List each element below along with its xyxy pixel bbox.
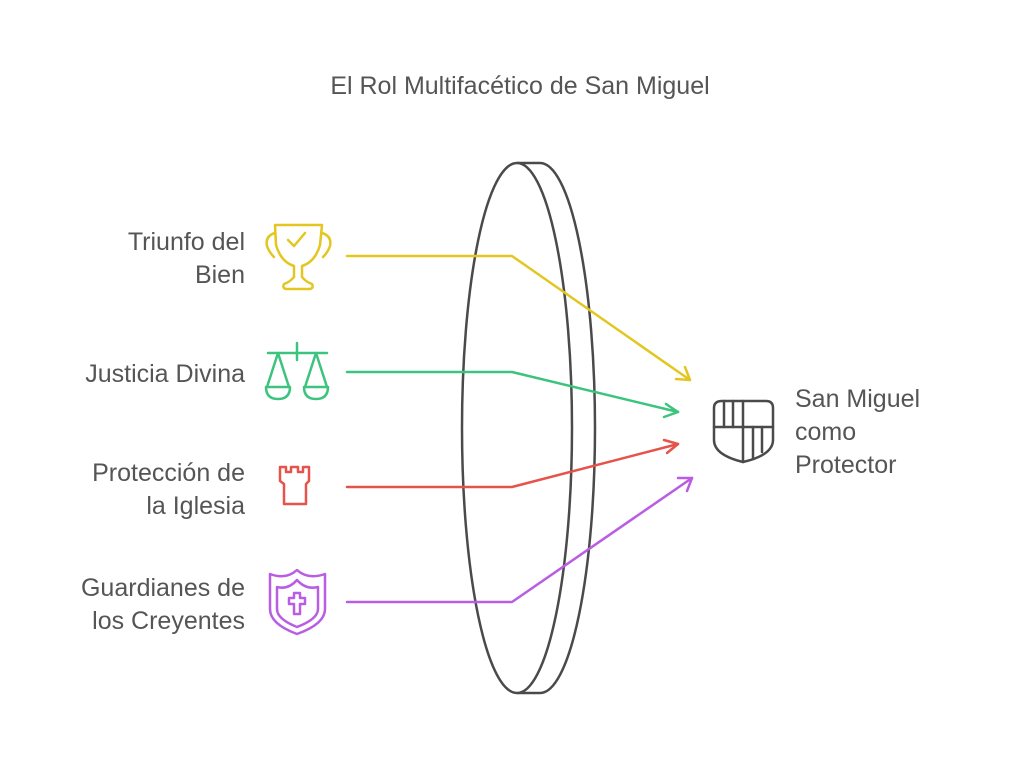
lens (460, 161, 597, 695)
arrow-guardianes (345, 476, 694, 604)
arrow-proteccion (345, 438, 680, 489)
shield-cross-icon (268, 568, 327, 636)
trophy-check-icon (265, 223, 332, 291)
shield-icon (712, 399, 775, 464)
scales-icon (264, 341, 330, 401)
tower-icon (278, 465, 311, 506)
arrow-justicia (345, 370, 680, 419)
label-justicia: Justicia Divina (85, 360, 245, 388)
arrow-triunfo (345, 254, 692, 382)
diagram-title: El Rol Multifacético de San Miguel (330, 72, 709, 100)
